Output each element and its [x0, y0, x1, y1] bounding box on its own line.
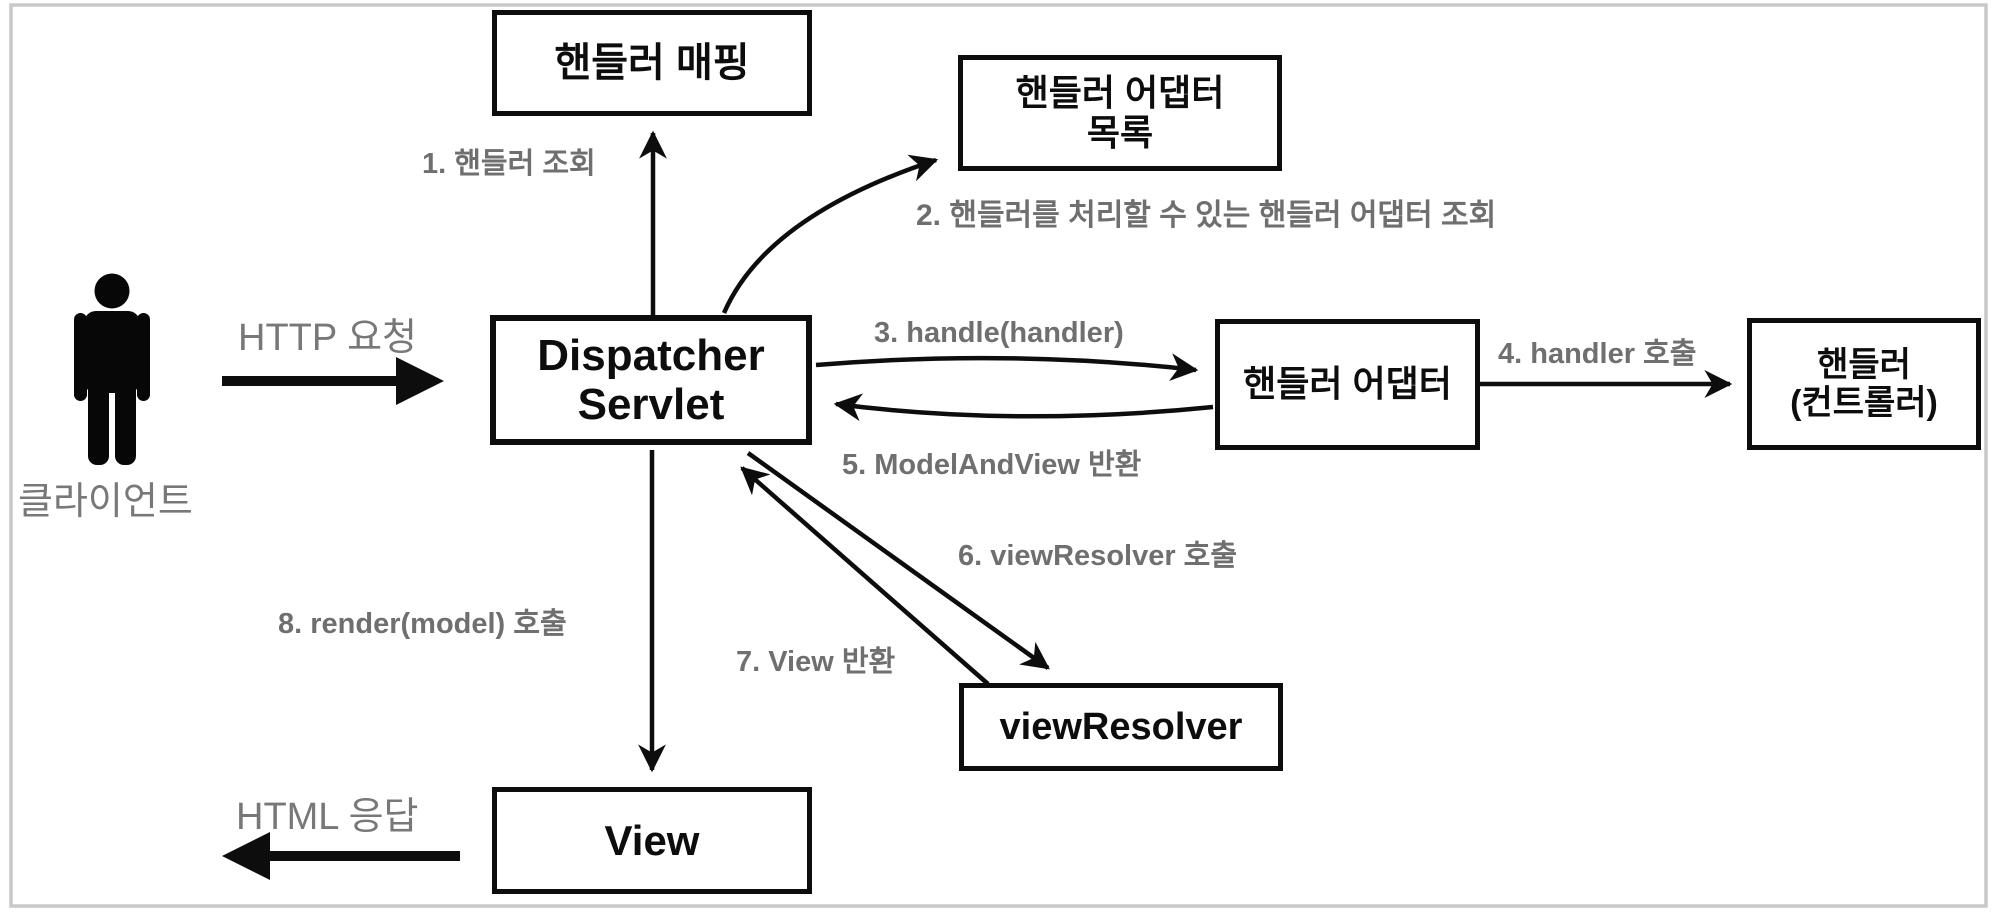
canvas-border: [9, 3, 1988, 908]
step7-arrow: [740, 466, 990, 686]
view-box: View: [492, 787, 812, 894]
view-resolver-label: viewResolver: [999, 705, 1243, 748]
handler-adapter-box: 핸들러 어댑터: [1215, 319, 1480, 450]
dispatcher-servlet-label-line2: Servlet: [577, 380, 725, 429]
client-person-icon: [74, 273, 150, 465]
view-label: View: [604, 816, 700, 864]
step6-arrow: [746, 451, 1050, 670]
handler-adapter-list-label-line2: 목록: [1086, 112, 1154, 153]
step7-label: 7. View 반환: [736, 646, 896, 678]
handler-adapter-list-box: 핸들러 어댑터 목록: [958, 55, 1282, 171]
html-response-arrow: [222, 832, 460, 880]
handler-controller-box: 핸들러 (컨트롤러): [1747, 318, 1981, 450]
http-request-label: HTTP 요청: [238, 317, 418, 359]
step3-label: 3. handle(handler): [874, 317, 1124, 349]
dispatcher-servlet-box: Dispatcher Servlet: [490, 315, 812, 445]
view-resolver-box: viewResolver: [959, 683, 1283, 771]
step5-label: 5. ModelAndView 반환: [842, 449, 1142, 481]
client-label: 클라이언트: [18, 481, 193, 523]
step3-arrow: [815, 353, 1199, 381]
handler-controller-label-line1: 핸들러: [1817, 345, 1911, 384]
handler-controller-label-line2: (컨트롤러): [1790, 384, 1938, 422]
handler-adapter-list-label-line1: 핸들러 어댑터: [1015, 71, 1225, 113]
step6-label: 6. viewResolver 호출: [958, 540, 1238, 572]
step5-arrow: [833, 393, 1214, 422]
dispatcher-servlet-label-line1: Dispatcher: [537, 330, 765, 380]
step2-label: 2. 핸들러를 처리할 수 있는 핸들러 어댑터 조회: [916, 199, 1497, 232]
step4-label: 4. handler 호출: [1498, 338, 1697, 370]
html-response-label: HTML 응답: [236, 796, 419, 838]
handler-mapping-box: 핸들러 매핑: [492, 10, 812, 116]
handler-mapping-label: 핸들러 매핑: [554, 40, 750, 85]
step2-arrow: [721, 154, 939, 314]
step8-label: 8. render(model) 호출: [278, 608, 567, 640]
handler-adapter-label: 핸들러 어댑터: [1243, 363, 1452, 405]
step1-label: 1. 핸들러 조회: [422, 148, 596, 180]
http-request-arrow: [222, 357, 444, 405]
